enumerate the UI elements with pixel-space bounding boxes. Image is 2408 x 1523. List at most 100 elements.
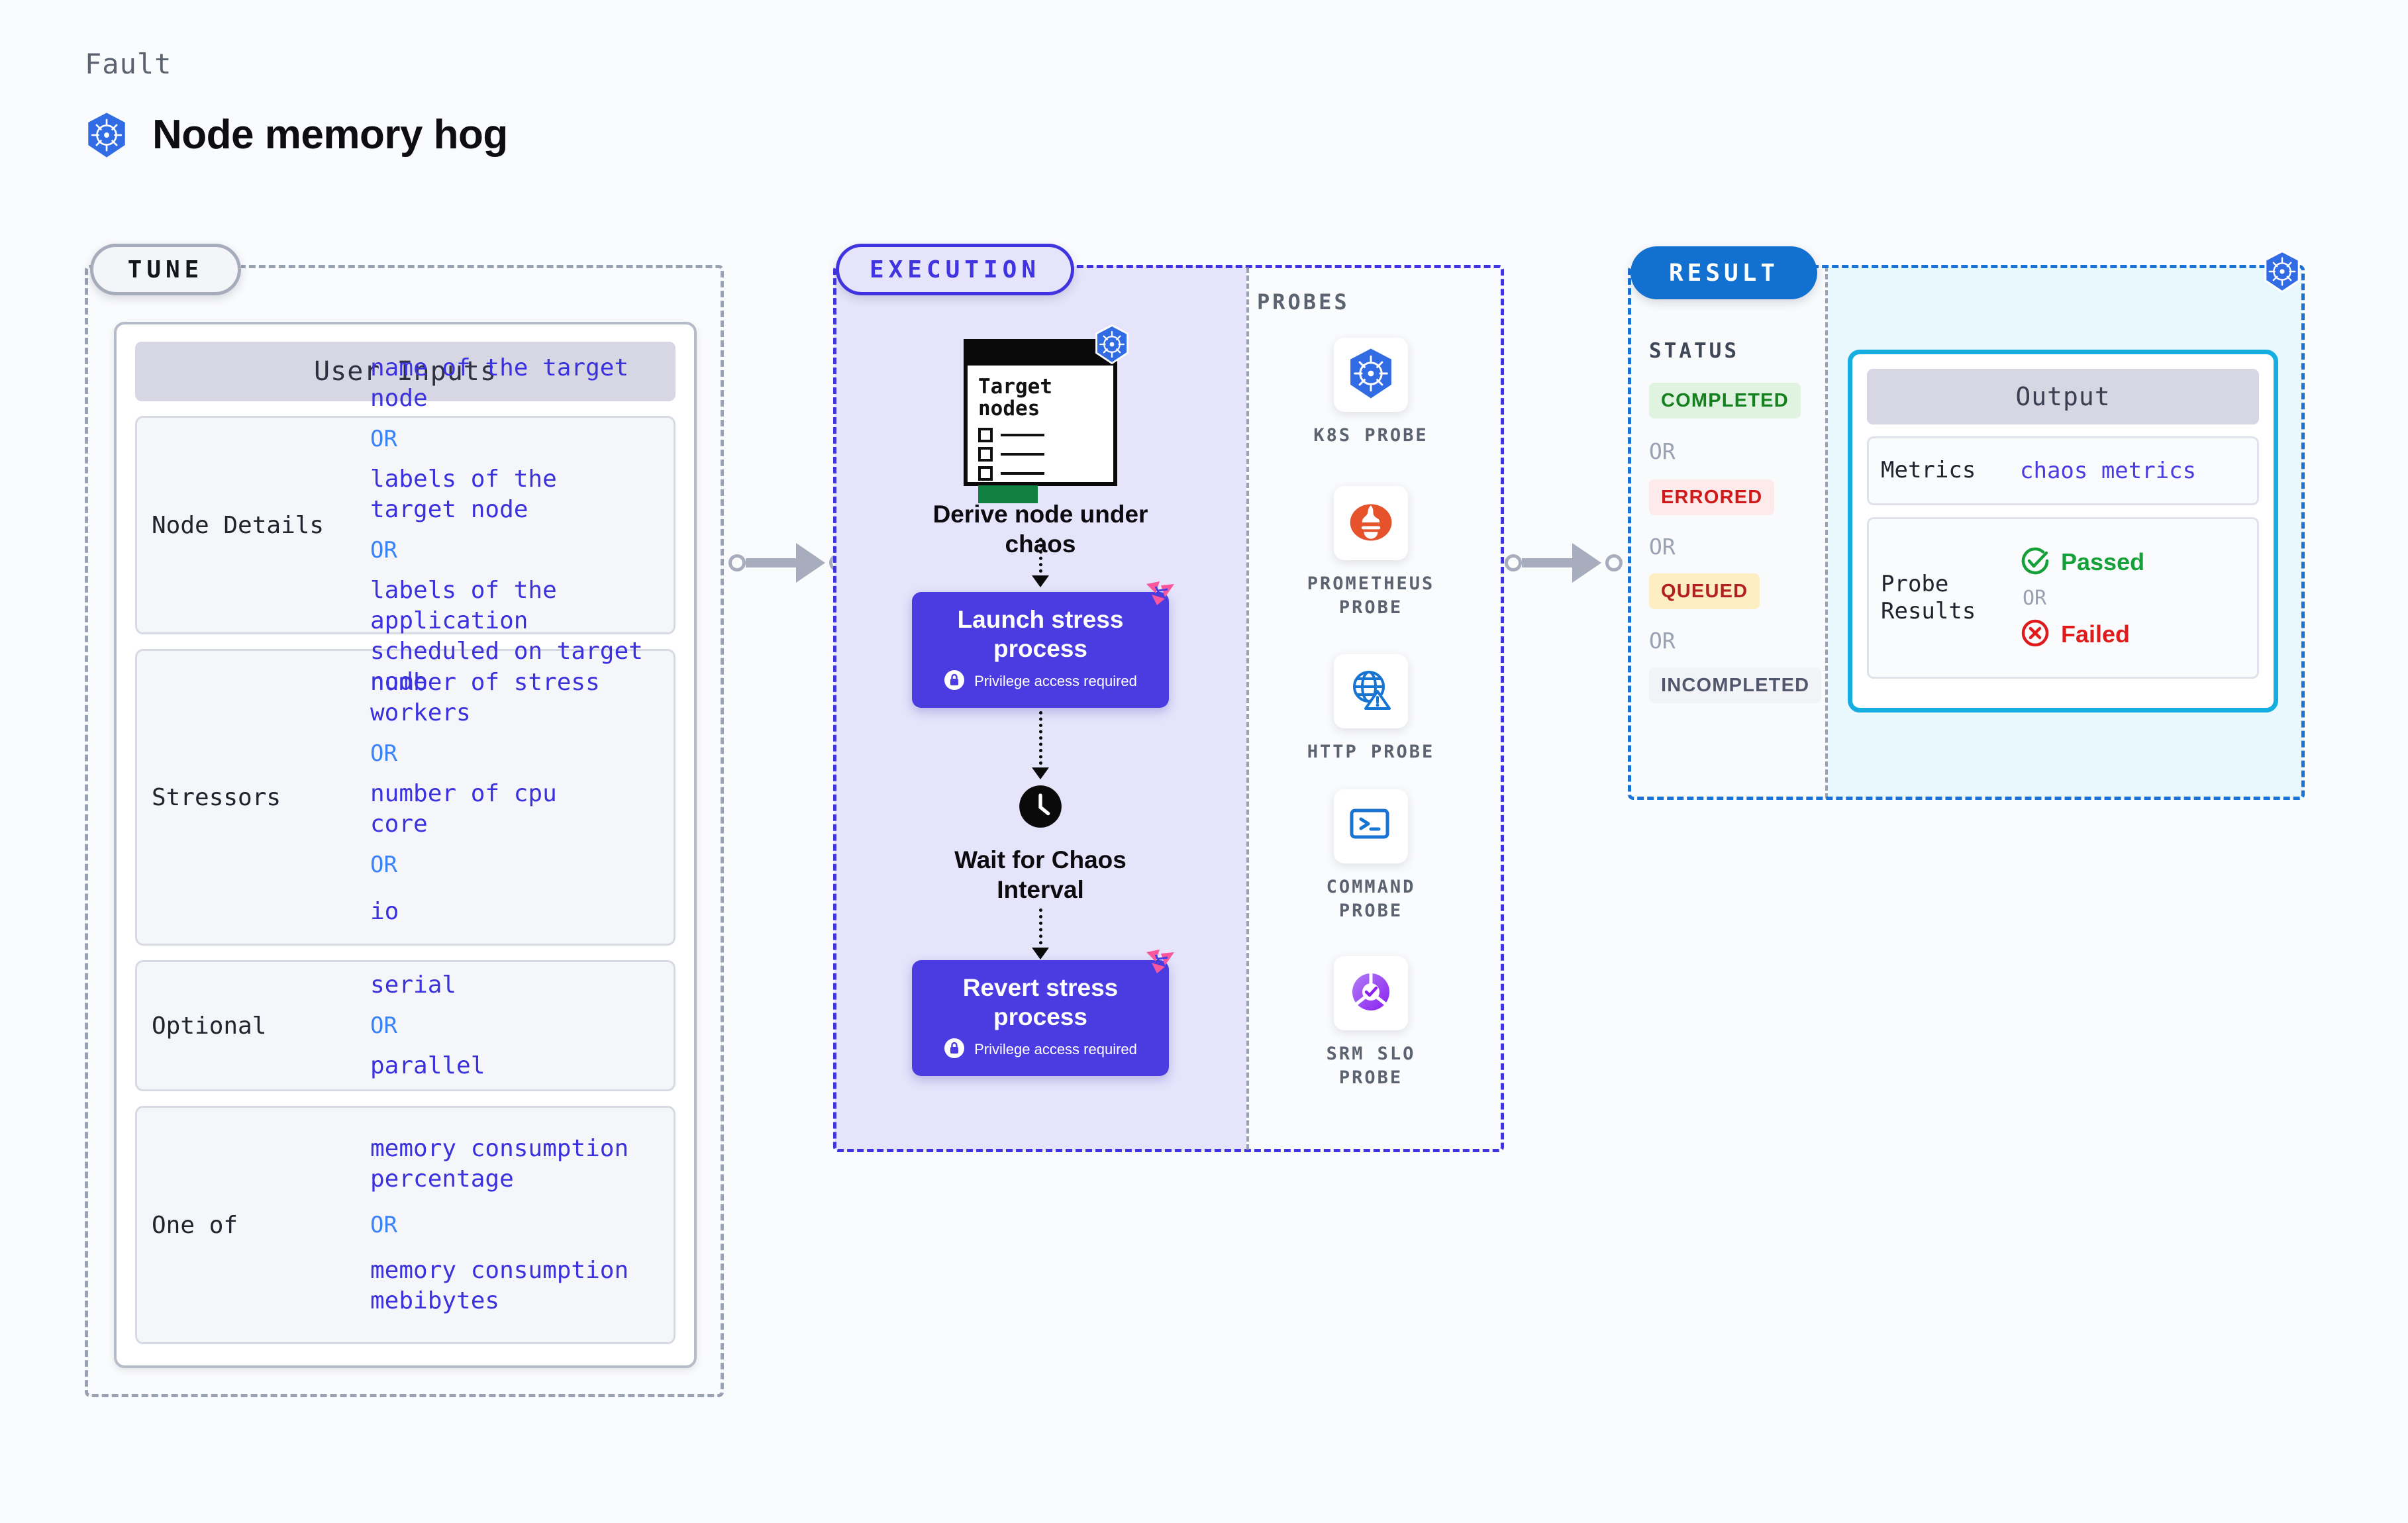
connector-dot — [1605, 554, 1623, 571]
kubernetes-icon — [1346, 348, 1395, 402]
status-title: STATUS — [1649, 339, 1739, 363]
fault-eyebrow: Fault — [85, 48, 172, 80]
flow-step-wait-interval: Wait for Chaos Interval — [834, 784, 1246, 905]
input-value: parallel — [370, 1052, 485, 1079]
window-content: Target nodes — [978, 376, 1105, 503]
input-value: memory consumption percentage — [370, 1134, 629, 1193]
input-separator: OR — [370, 1212, 397, 1238]
input-key: One of — [152, 1211, 238, 1239]
flow-step-launch-stress: Launch stress process Privilege access r… — [834, 581, 1246, 709]
probe-tile[interactable] — [1334, 486, 1408, 560]
status-badge-incompleted: INCOMPLETED — [1649, 667, 1822, 703]
output-metrics-row: Metrics chaos metrics — [1867, 436, 2259, 505]
probe-srm-slo[interactable]: SRM SLO PROBE — [1291, 956, 1450, 1091]
list-item — [978, 466, 1105, 481]
prometheus-icon — [1346, 497, 1396, 550]
fault-header: Node memory hog — [85, 111, 508, 158]
globe-warning-icon — [1347, 666, 1395, 716]
tune-section — [85, 265, 724, 1397]
probe-command[interactable]: COMMAND PROBE — [1291, 789, 1450, 924]
status-separator: OR — [1649, 628, 1676, 654]
user-inputs-title: User Inputs — [135, 342, 676, 401]
output-key: Metrics — [1881, 457, 1976, 484]
target-nodes-card: Target nodes — [964, 324, 1129, 503]
checkbox-icon — [978, 427, 993, 442]
x-circle-icon — [2020, 618, 2050, 651]
input-value: labels of the application scheduled on t… — [370, 577, 643, 696]
probe-http[interactable]: HTTP PROBE — [1291, 654, 1450, 764]
connector-bar — [746, 558, 797, 567]
kubernetes-icon — [1093, 324, 1130, 367]
flow-step-caption: Wait for Chaos Interval — [954, 846, 1127, 904]
checkbox-icon — [978, 446, 993, 462]
result-section — [1628, 265, 2305, 800]
probe-tile[interactable] — [1334, 789, 1408, 863]
probe-tile[interactable] — [1334, 956, 1408, 1030]
input-group-node-details: Node Details name of the target node OR … — [135, 354, 676, 695]
input-key: Node Details — [152, 511, 325, 539]
placeholder-line — [1001, 433, 1044, 436]
privilege-note: Privilege access required — [944, 1038, 1137, 1061]
probes-divider — [1246, 268, 1249, 1150]
probes-title: PROBES — [1257, 289, 1350, 315]
flow-step-title: Launch stress process — [957, 606, 1124, 662]
confirm-bar — [978, 485, 1038, 503]
probe-label: HTTP PROBE — [1307, 742, 1435, 762]
status-badge-queued: QUEUED — [1649, 573, 1760, 609]
output-card: Output Metrics chaos metrics Probe Resul… — [1848, 350, 2278, 712]
probe-k8s[interactable]: K8S PROBE — [1291, 338, 1450, 448]
input-separator: OR — [370, 1012, 397, 1039]
output-key: Probe Results — [1881, 570, 1976, 624]
connector-execution-result — [1505, 543, 1623, 583]
page-title: Node memory hog — [152, 112, 508, 158]
input-value: memory consumption mebibytes — [370, 1257, 629, 1315]
probe-result-label: Passed — [2061, 548, 2145, 575]
privilege-note-text: Privilege access required — [974, 673, 1137, 690]
output-title: Output — [1867, 369, 2259, 424]
result-badge: RESULT — [1630, 246, 1817, 299]
connector-tune-execution — [728, 543, 846, 583]
execution-badge: EXECUTION — [836, 244, 1074, 295]
probe-tile[interactable] — [1334, 654, 1408, 728]
input-separator: OR — [370, 852, 397, 879]
user-inputs-card: User Inputs Node Details name of the tar… — [114, 322, 697, 1368]
status-separator: OR — [1649, 438, 1676, 464]
probe-result-separator: OR — [2023, 586, 2047, 610]
status-badge-completed: COMPLETED — [1649, 383, 1801, 418]
litmus-icon — [1145, 948, 1176, 977]
flow-step-caption: Derive node under chaos — [932, 501, 1148, 558]
target-node-list — [978, 427, 1105, 481]
connector-dot — [1505, 554, 1522, 571]
placeholder-line — [1001, 471, 1044, 475]
input-value: labels of the target node — [370, 465, 557, 523]
output-probe-results-row: Probe Results Passed OR — [1867, 517, 2259, 679]
connector-dot — [728, 554, 746, 571]
list-item — [978, 446, 1105, 462]
input-separator: OR — [370, 425, 397, 452]
target-nodes-window: Target nodes — [964, 339, 1117, 503]
flow-step-revert-stress: Revert stress process Privilege access r… — [834, 950, 1246, 1077]
clock-icon — [1018, 784, 1063, 832]
input-group-one-of: One of memory consumption percentage OR … — [135, 1106, 676, 1344]
window-titlebar — [968, 343, 1113, 366]
input-values: memory consumption percentage OR memory … — [370, 1127, 662, 1323]
privilege-note: Privilege access required — [944, 669, 1137, 693]
input-values: name of the target node OR labels of the… — [370, 346, 662, 705]
launch-stress-node: Launch stress process Privilege access r… — [912, 581, 1174, 709]
connector-bar — [1522, 558, 1574, 567]
output-value: chaos metrics — [2020, 458, 2197, 484]
probe-prometheus[interactable]: PROMETHEUS PROBE — [1291, 486, 1450, 620]
input-values: number of stress workers OR number of cp… — [370, 661, 662, 934]
probe-result-passed: Passed — [2020, 546, 2144, 579]
status-separator: OR — [1649, 534, 1676, 560]
execution-section — [833, 265, 1504, 1152]
flow-step-title: Revert stress process — [962, 974, 1119, 1030]
placeholder-line — [1001, 452, 1044, 456]
input-group-stressors: Stressors number of stress workers OR nu… — [135, 649, 676, 946]
input-separator: OR — [370, 537, 397, 564]
input-key: Optional — [152, 1012, 267, 1040]
probe-label: SRM SLO PROBE — [1326, 1044, 1416, 1089]
connector-arrowhead — [1572, 543, 1601, 583]
result-status-column — [1629, 266, 1828, 799]
probe-tile[interactable] — [1334, 338, 1408, 412]
